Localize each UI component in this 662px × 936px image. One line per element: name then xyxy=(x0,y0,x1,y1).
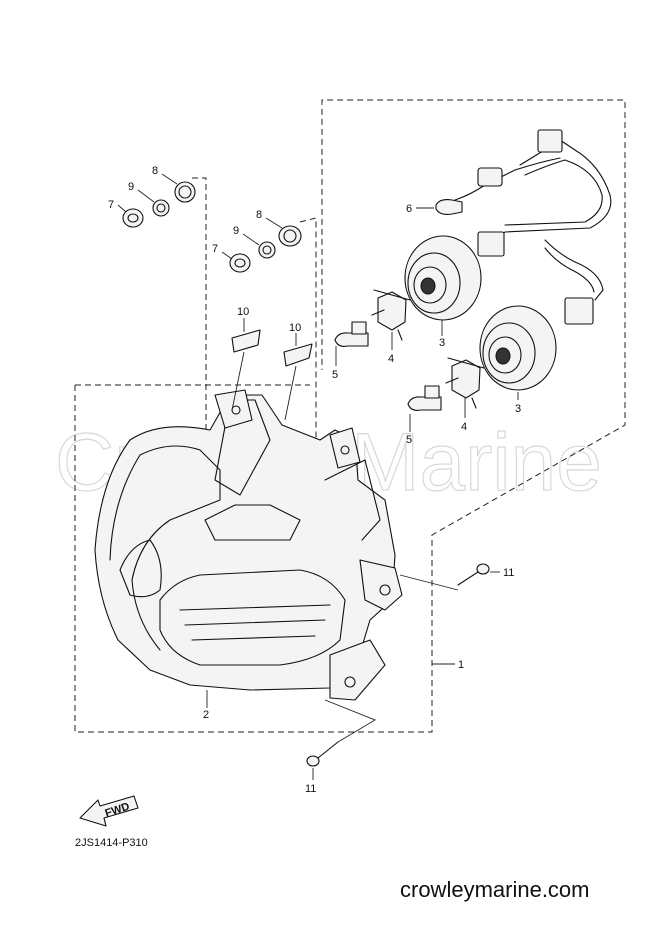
nut-7-left xyxy=(122,208,144,228)
callout-3-upper: 3 xyxy=(439,337,445,349)
grommet-group-boundary-1 xyxy=(192,177,207,435)
leader-lines xyxy=(117,173,519,780)
callout-8-left: 8 xyxy=(152,165,158,177)
callout-4-upper: 4 xyxy=(388,353,394,365)
bulb-5-lower xyxy=(407,385,442,411)
callout-10-right: 10 xyxy=(289,322,301,334)
callout-4-lower: 4 xyxy=(461,421,467,433)
socket-3-upper xyxy=(404,235,482,321)
headlight-assembly-boundary xyxy=(74,99,626,733)
screw-11-bottom xyxy=(306,741,339,767)
callout-10-left: 10 xyxy=(237,306,249,318)
nut-7-right xyxy=(229,253,251,273)
wiring-harness xyxy=(454,129,612,325)
pad-10-right xyxy=(283,343,313,367)
callout-6: 6 xyxy=(406,203,412,215)
grommet-group-boundary-2 xyxy=(299,217,317,440)
headlight-body-2 xyxy=(94,389,403,701)
washer-9-left xyxy=(152,199,170,217)
grommet-8-right xyxy=(278,225,302,247)
callout-1: 1 xyxy=(458,659,464,671)
washer-9-right xyxy=(258,241,276,259)
callout-5-upper: 5 xyxy=(332,369,338,381)
holder-4-upper xyxy=(371,289,411,341)
callout-9-right: 9 xyxy=(233,225,239,237)
bulb-6 xyxy=(435,199,463,215)
holder-4-lower xyxy=(445,357,485,409)
callout-8-right: 8 xyxy=(256,209,262,221)
fwd-arrow-icon: FWD xyxy=(79,795,139,827)
socket-3-lower xyxy=(479,305,557,391)
callout-9-left: 9 xyxy=(128,181,134,193)
callout-5-lower: 5 xyxy=(406,434,412,446)
screw-11-right xyxy=(457,563,490,586)
callout-2: 2 xyxy=(203,709,209,721)
diagram-code: 2JS1414-P310 xyxy=(75,837,148,849)
grommet-8-left xyxy=(174,181,196,203)
callout-11-right: 11 xyxy=(503,567,514,579)
site-url[interactable]: crowleymarine.com xyxy=(400,877,590,902)
bulb-5-upper xyxy=(334,321,369,347)
callout-3-lower: 3 xyxy=(515,403,521,415)
callout-7-right: 7 xyxy=(212,243,218,255)
callout-11-bottom: 11 xyxy=(305,783,316,795)
pad-10-left xyxy=(231,329,261,353)
callout-7-left: 7 xyxy=(108,199,114,211)
